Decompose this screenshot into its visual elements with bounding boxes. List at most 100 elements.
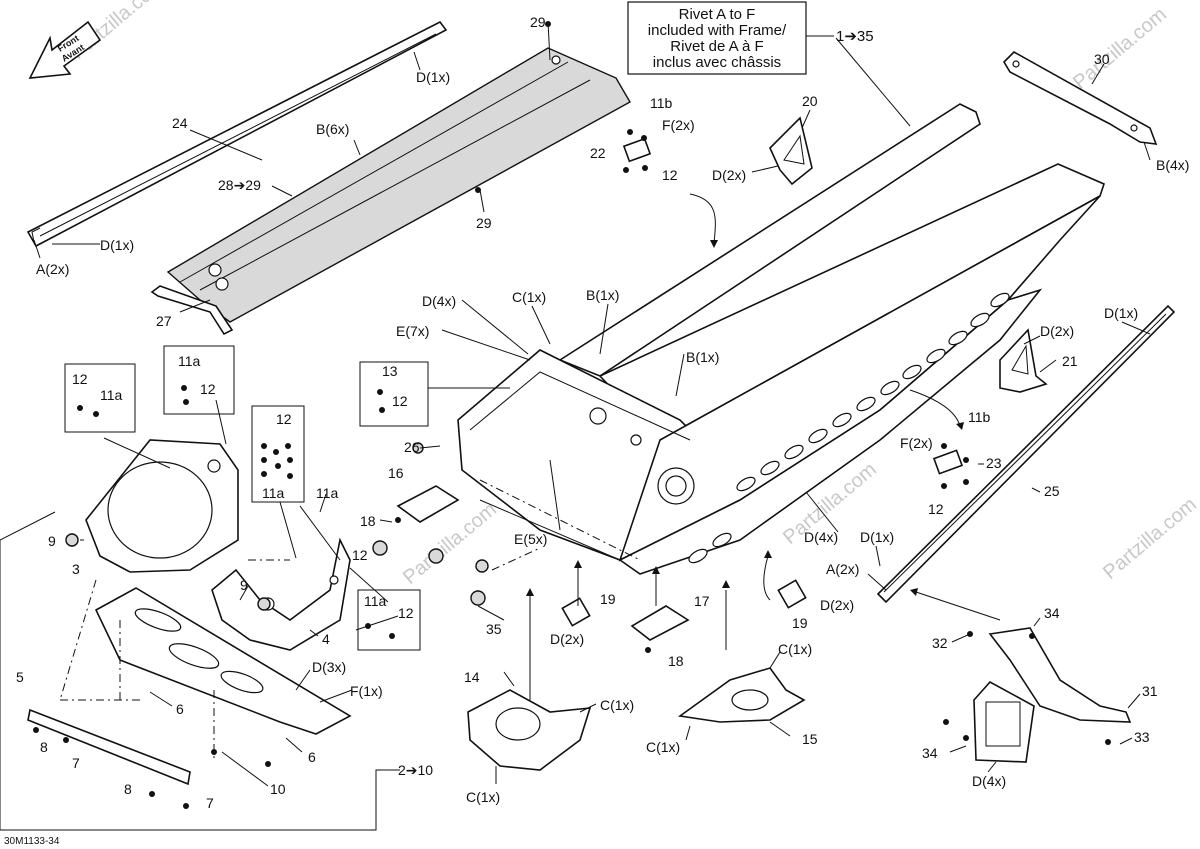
label-f1x: F(1x)	[350, 683, 383, 699]
label-a2x: A(2x)	[36, 261, 69, 277]
callout-labels: 29 D(1x) 24 B(6x) 28➔29 29 D(1x) A(2x) 2…	[16, 14, 1189, 811]
label-12: 12	[398, 605, 414, 621]
label-11b: 11b	[650, 95, 673, 111]
label-b6x: B(6x)	[316, 121, 349, 137]
label-25: 25	[1044, 483, 1060, 499]
part-31-bracket	[973, 627, 1132, 763]
hardware-dots	[33, 21, 1111, 809]
label-9: 9	[240, 577, 248, 593]
part-17	[630, 605, 690, 641]
label-30: 30	[1094, 51, 1110, 67]
note-ref: 1➔35	[836, 28, 874, 45]
rivet-note-box: Rivet A to F included with Frame/ Rivet …	[627, 1, 874, 75]
label-7: 7	[206, 795, 214, 811]
label-22: 22	[590, 145, 606, 161]
label-8: 8	[124, 781, 132, 797]
label-12: 12	[352, 547, 368, 563]
label-d1x: D(1x)	[1104, 305, 1138, 321]
label-11b: 11b	[968, 409, 991, 425]
diagram-code: 30M1133-34	[4, 836, 60, 847]
label-c1x: C(1x)	[600, 697, 634, 713]
part-5-strip	[27, 708, 191, 786]
label-12: 12	[928, 501, 944, 517]
part-1-tunnel-frame	[457, 103, 1105, 575]
part-14-guard	[467, 689, 592, 771]
label-d1x: D(1x)	[100, 237, 134, 253]
label-11a: 11a	[100, 387, 123, 403]
label-28-29: 28➔29	[218, 177, 261, 193]
label-d2x: D(2x)	[712, 167, 746, 183]
label-35: 35	[486, 621, 502, 637]
label-6: 6	[308, 749, 316, 765]
label-e7x: E(7x)	[396, 323, 429, 339]
label-d2x: D(2x)	[1040, 323, 1074, 339]
label-13: 13	[382, 363, 398, 379]
label-19: 19	[792, 615, 808, 631]
label-23: 23	[986, 455, 1002, 471]
label-d4x: D(4x)	[804, 529, 838, 545]
label-29: 29	[530, 14, 546, 30]
label-29: 29	[476, 215, 492, 231]
label-12: 12	[200, 381, 216, 397]
label-24: 24	[172, 115, 188, 131]
watermark-text: Partzilla.com	[1069, 3, 1171, 93]
part-16	[396, 485, 460, 523]
part-19b	[777, 579, 807, 609]
label-27: 27	[156, 313, 172, 329]
arrow-lines	[526, 193, 1001, 700]
label-12: 12	[72, 371, 88, 387]
label-d4x: D(4x)	[972, 773, 1006, 789]
label-11a: 11a	[262, 485, 285, 501]
label-d2x: D(2x)	[550, 631, 584, 647]
leader-lines	[33, 21, 1151, 787]
label-31: 31	[1142, 683, 1158, 699]
label-15: 15	[802, 731, 818, 747]
part-28-tunnel-protector	[150, 47, 631, 336]
label-11a: 11a	[178, 353, 201, 369]
inset-boxes	[64, 345, 429, 651]
label-33: 33	[1134, 729, 1150, 745]
part-21-gusset	[999, 328, 1048, 393]
label-16: 16	[388, 465, 404, 481]
label-34: 34	[922, 745, 938, 761]
label-11a: 11a	[364, 593, 387, 609]
label-c1x: C(1x)	[466, 789, 500, 805]
label-a2x: A(2x)	[826, 561, 859, 577]
label-10: 10	[270, 781, 286, 797]
label-4: 4	[322, 631, 330, 647]
label-6: 6	[176, 701, 184, 717]
label-f2x: F(2x)	[900, 435, 933, 451]
note-line: Rivet de A à F	[670, 38, 763, 55]
label-d4x: D(4x)	[422, 293, 456, 309]
label-e5x: E(5x)	[514, 531, 547, 547]
label-2-10: 2➔10	[398, 762, 433, 778]
grommet	[428, 548, 444, 564]
grommet	[475, 559, 489, 573]
part-25-rail	[876, 304, 1176, 604]
label-12: 12	[392, 393, 408, 409]
label-c1x: C(1x)	[512, 289, 546, 305]
assembly-lines	[59, 479, 641, 760]
part-22-clip	[622, 129, 652, 173]
watermark-text: Partzilla.com	[1099, 493, 1200, 583]
part-30-bracket	[1002, 51, 1158, 145]
label-21: 21	[1062, 353, 1078, 369]
grommet	[372, 540, 388, 556]
grommet	[470, 590, 486, 606]
part-23-clip	[932, 443, 969, 489]
label-c1x: C(1x)	[646, 739, 680, 755]
label-20: 20	[802, 93, 818, 109]
label-d2x: D(2x)	[820, 597, 854, 613]
label-17: 17	[694, 593, 710, 609]
part-15-guard	[677, 667, 806, 723]
label-11a: 11a	[316, 485, 339, 501]
note-line: inclus avec châssis	[653, 54, 781, 71]
label-9: 9	[48, 533, 56, 549]
grommet	[65, 533, 79, 547]
label-c1x: C(1x)	[778, 641, 812, 657]
label-26: 26	[404, 439, 420, 455]
label-7: 7	[72, 755, 80, 771]
label-12: 12	[276, 411, 292, 427]
label-b4x: B(4x)	[1156, 157, 1189, 173]
